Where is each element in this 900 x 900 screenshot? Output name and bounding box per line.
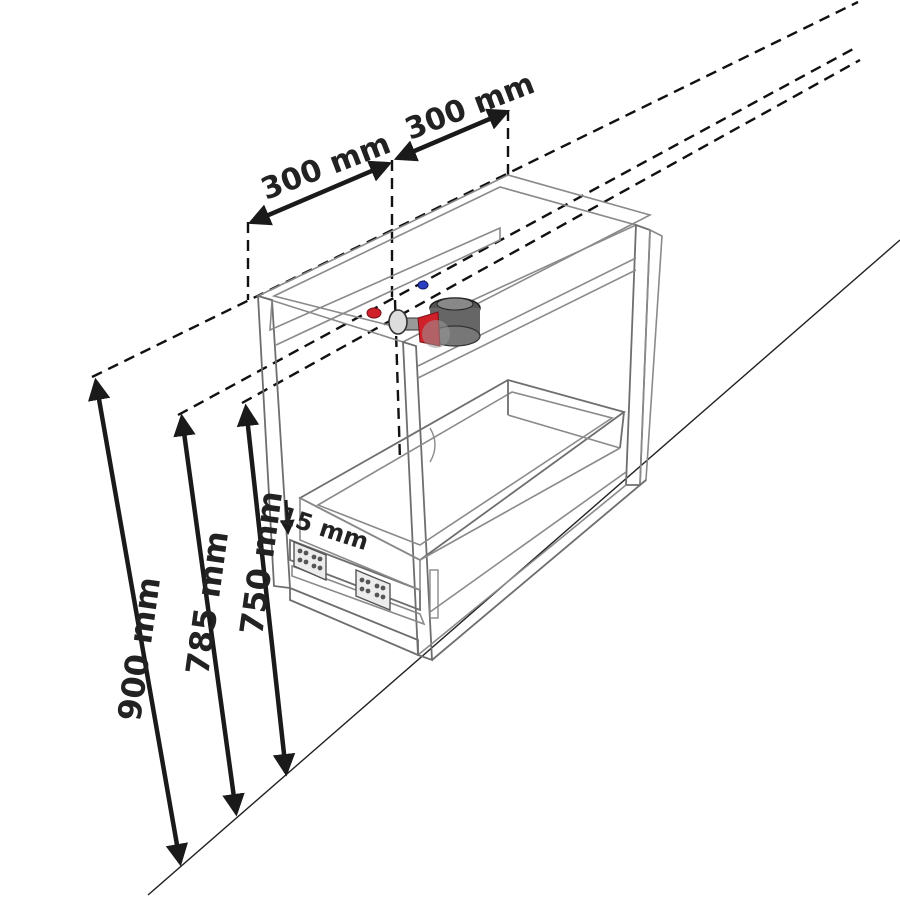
drawer <box>289 379 627 626</box>
siphon <box>388 297 481 348</box>
height-arrow-785 <box>173 413 245 817</box>
label-height-900: 900 mm <box>110 575 168 724</box>
side-cutout <box>429 427 436 463</box>
dashed-guides <box>91 0 861 461</box>
label-width-right: 300 mm <box>400 66 539 147</box>
cabinet-carcass <box>255 174 663 662</box>
label-width-left: 300 mm <box>256 126 395 207</box>
height-arrow-750 <box>236 403 296 777</box>
bracket-right <box>355 568 391 612</box>
width-arrow-right <box>393 108 511 162</box>
offset-arrow <box>279 499 295 535</box>
height-arrow-900 <box>88 377 188 867</box>
width-arrow-left <box>247 160 393 226</box>
hot-water-valve <box>366 307 382 319</box>
label-height-785: 785 mm <box>178 529 236 678</box>
cold-water-valve <box>417 280 429 290</box>
